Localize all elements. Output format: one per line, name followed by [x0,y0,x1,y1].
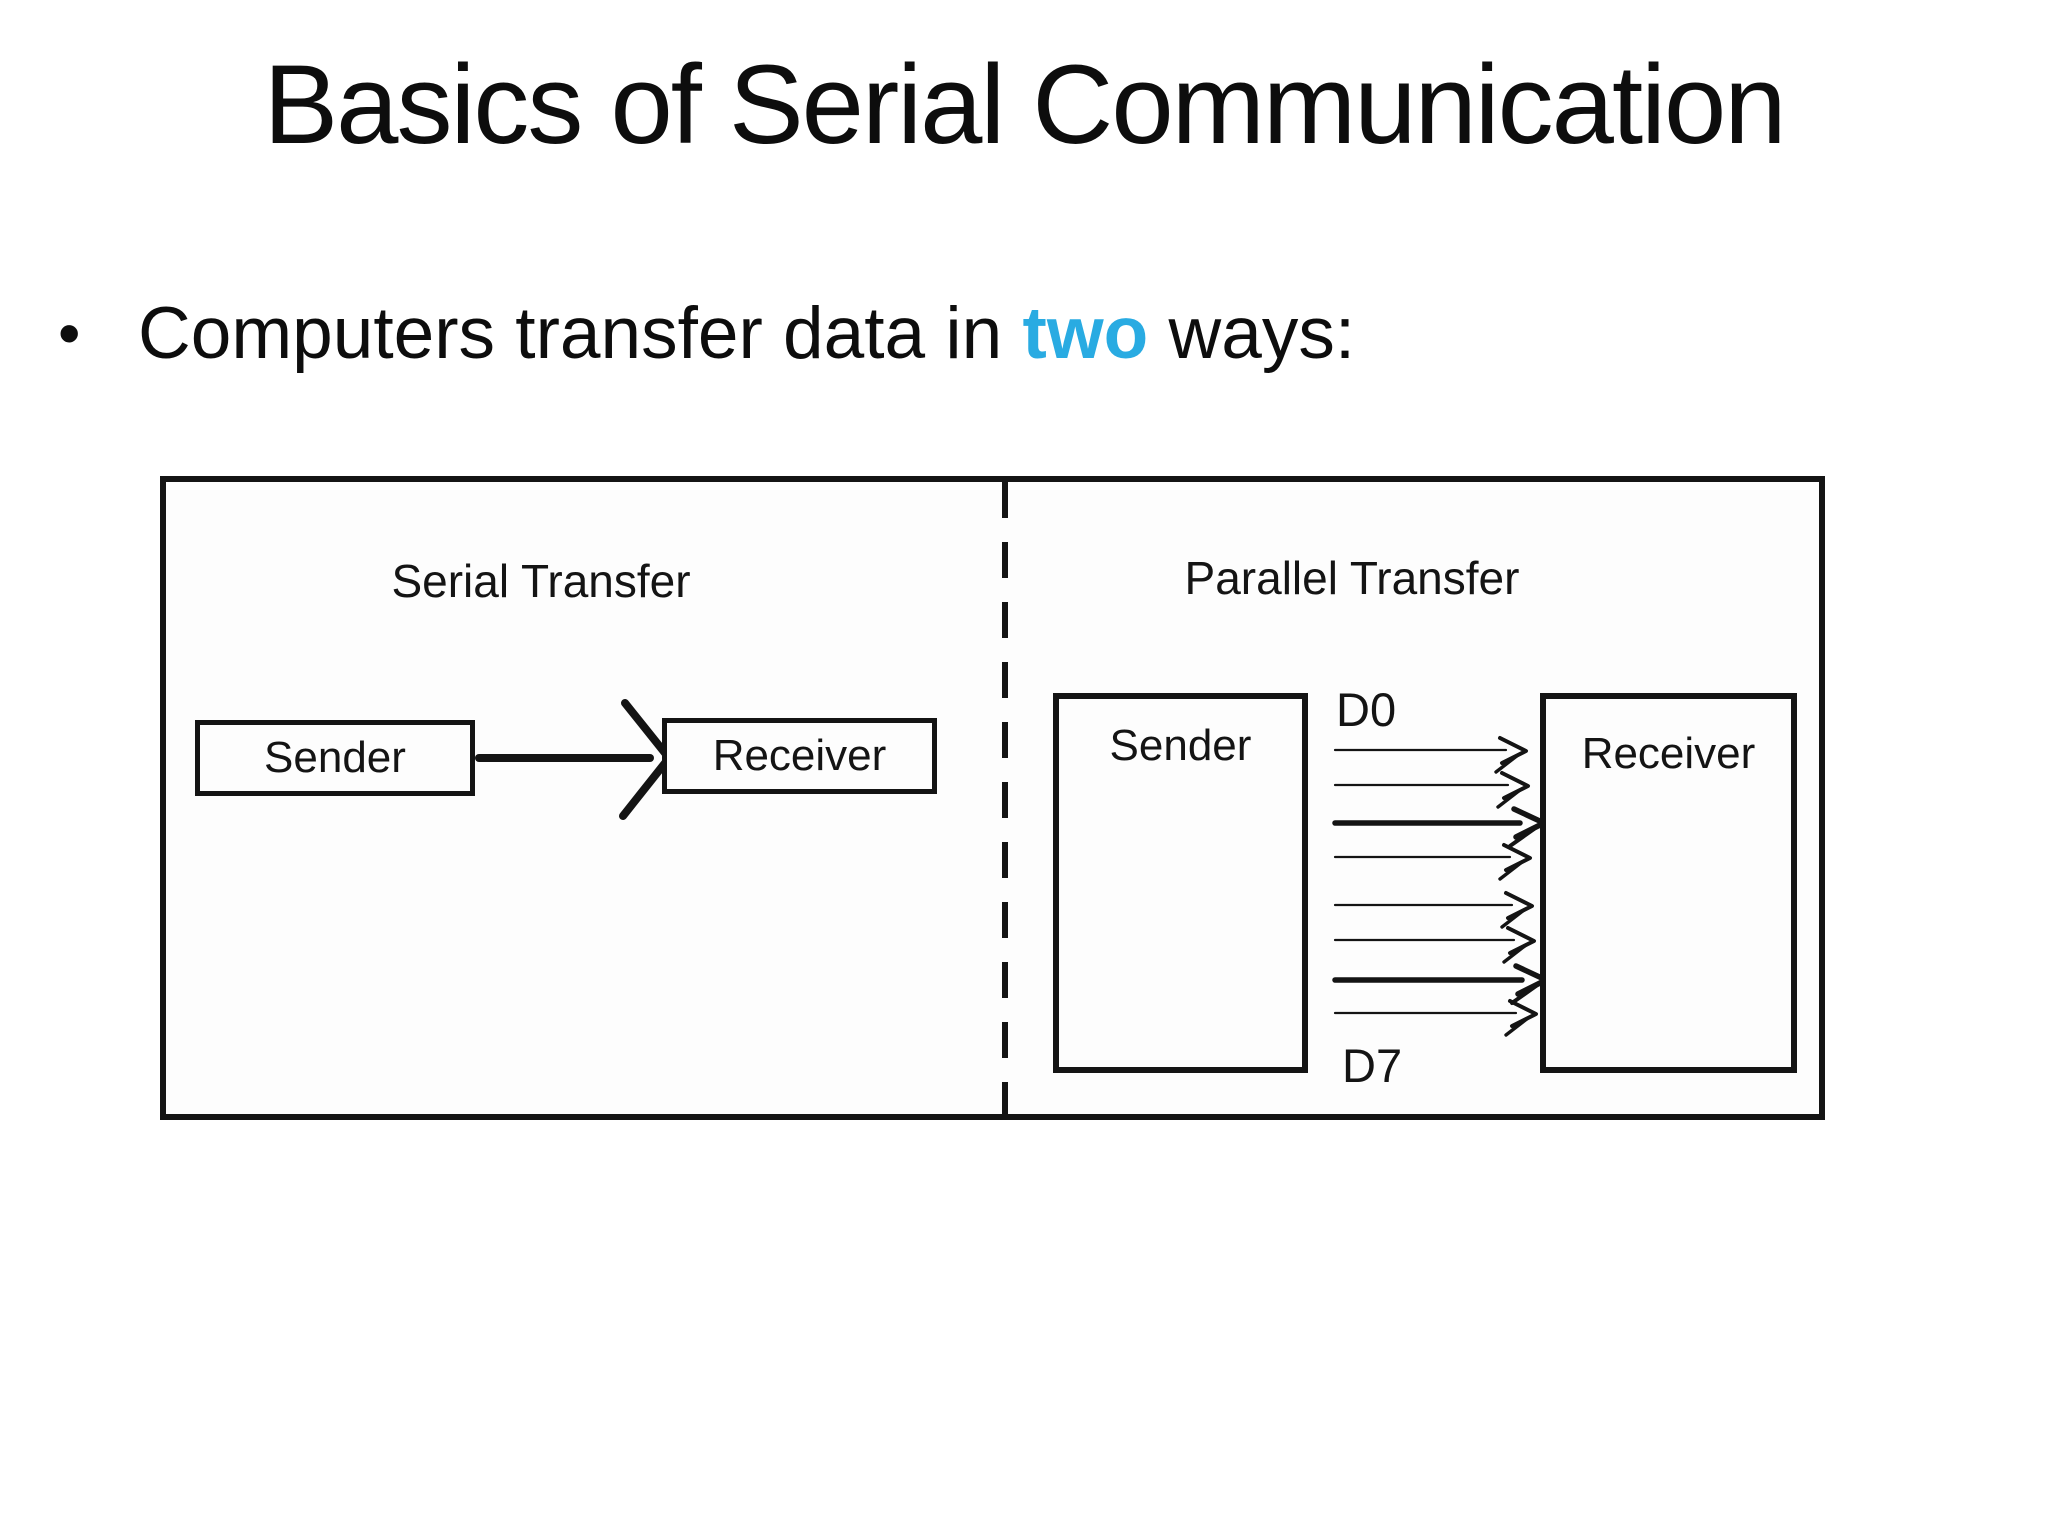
parallel-arrow-3 [1332,806,1547,848]
parallel-sender-label: Sender [1109,721,1252,770]
serial-receiver-box: Receiver [662,718,937,794]
serial-section-title: Serial Transfer [391,555,691,607]
parallel-arrow-5 [1333,891,1534,929]
parallel-receiver-label: Receiver [1581,729,1756,778]
bullet-text: Computers transfer data in two ways: [138,293,1355,374]
bullet-highlight-word: two [1022,293,1149,374]
parallel-arrow-1 [1333,736,1528,774]
parallel-section-title: Parallel Transfer [1184,552,1520,604]
parallel-arrow-6 [1333,926,1536,964]
parallel-sender-box: Sender [1053,693,1308,1073]
parallel-arrow-2 [1333,771,1530,809]
parallel-receiver-box: Receiver [1540,693,1797,1073]
bullet-text-before: Computers transfer data in [138,293,1023,374]
parallel-arrow-8 [1333,999,1538,1037]
transfer-diagram: Serial Transfer Parallel Transfer Sender… [160,476,1825,1120]
d7-line-label: D7 [1342,1039,1403,1092]
serial-sender-box: Sender [195,720,475,796]
d0-line-label: D0 [1336,683,1397,736]
bullet-dot: • [58,297,81,369]
slide-title: Basics of Serial Communication [263,42,1786,167]
bullet-line: • Computers transfer data in two ways: [58,292,1958,375]
bullet-text-after: ways: [1148,293,1356,374]
parallel-arrow-7 [1332,963,1549,1005]
serial-receiver-label: Receiver [712,731,887,780]
serial-sender-label: Sender [264,733,406,782]
parallel-arrow-4 [1333,843,1532,881]
serial-arrow [475,699,673,820]
